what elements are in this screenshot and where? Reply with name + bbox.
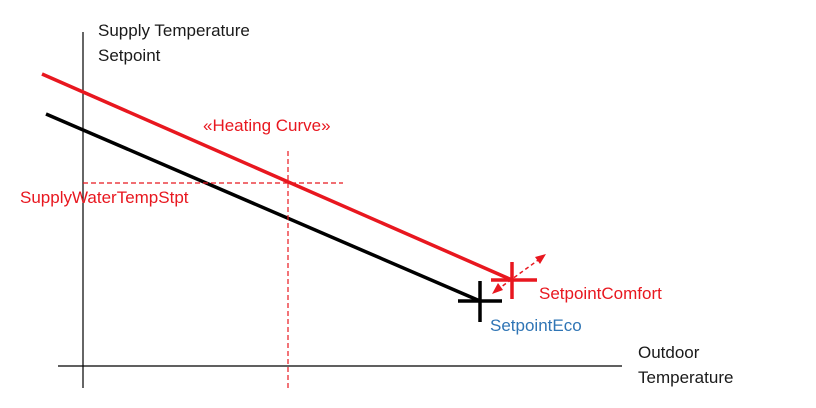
adjustment-double-arrow-icon (492, 254, 546, 294)
comfort-curve-line (41, 72, 513, 282)
setpoint-eco-label: SetpointEco (490, 316, 582, 335)
eco-curve-line (45, 112, 481, 303)
setpoint-comfort-label: SetpointComfort (539, 284, 662, 303)
y-axis-label-line2: Setpoint (98, 46, 161, 65)
setpoint-eco-cross-icon (458, 281, 502, 322)
supply-water-temp-stpt-label: SupplyWaterTempStpt (20, 188, 189, 207)
setpoint-comfort-cross-icon (491, 262, 537, 299)
y-axis-label-line1: Supply Temperature (98, 21, 250, 40)
x-axis-label-line1: Outdoor (638, 343, 700, 362)
heating-curve-label: «Heating Curve» (203, 116, 331, 135)
x-axis-label-line2: Temperature (638, 368, 734, 387)
